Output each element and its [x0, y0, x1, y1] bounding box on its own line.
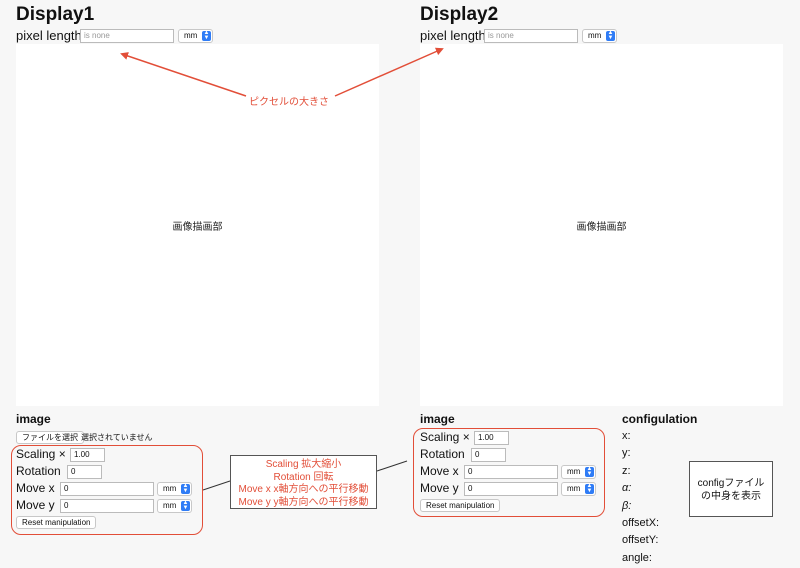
image2-rotation-label: Rotation — [420, 447, 465, 461]
image2-move-y-unit: mm — [567, 484, 581, 493]
image1-rotation-input[interactable]: 0 — [67, 465, 102, 479]
config-note-box: configファイル の中身を表示 — [689, 461, 773, 517]
display1-unit-value: mm — [184, 31, 198, 40]
updown-arrow-icon: ▲▼ — [202, 30, 211, 41]
image1-move-x-unit-select[interactable]: mm ▲▼ — [157, 482, 192, 496]
callout-line-scaling: Scaling 拡大縮小 — [265, 459, 342, 470]
display2-pixel-length-input[interactable]: is none — [484, 29, 578, 43]
image1-move-y-unit-select[interactable]: mm ▲▼ — [157, 499, 192, 513]
config-key-y: y: — [622, 447, 631, 460]
image2-move-x-unit-select[interactable]: mm ▲▼ — [561, 465, 596, 479]
arrow-to-display2-pixel-length — [334, 47, 444, 97]
display2-canvas-label: 画像描画部 — [576, 222, 627, 233]
arrow-to-display1-pixel-length — [120, 52, 247, 97]
image1-title: image — [16, 412, 51, 426]
image2-rotation-input[interactable]: 0 — [471, 448, 506, 462]
configulation-title: configulation — [622, 412, 698, 426]
config-key-offsety: offsetY: — [622, 534, 659, 547]
image2-manipulation-box — [413, 428, 605, 517]
display2-canvas[interactable]: 画像描画部 — [420, 44, 783, 406]
updown-arrow-icon: ▲▼ — [585, 466, 594, 477]
image1-move-x-label: Move x — [16, 481, 55, 495]
config-note-line1: configファイル — [697, 478, 765, 489]
callout-connector-left — [202, 480, 231, 491]
updown-arrow-icon: ▲▼ — [585, 483, 594, 494]
callout-connector-right — [376, 460, 408, 472]
image2-move-y-unit-select[interactable]: mm ▲▼ — [561, 482, 596, 496]
image2-move-y-label: Move y — [420, 481, 459, 495]
config-key-x: x: — [622, 430, 631, 442]
image2-reset-button[interactable]: Reset manipulation — [420, 499, 501, 512]
display2-unit-select[interactable]: mm ▲▼ — [582, 29, 617, 43]
image2-title: image — [420, 412, 455, 426]
updown-arrow-icon: ▲▼ — [181, 500, 190, 511]
config-key-alpha: α: — [622, 482, 632, 495]
display2-title: Display2 — [420, 4, 499, 25]
image2-scaling-label: Scaling × — [420, 430, 470, 444]
image1-move-x-unit: mm — [163, 484, 177, 493]
image1-move-x-input[interactable]: 0 — [60, 482, 154, 496]
file-status: 選択されていません — [81, 433, 153, 442]
config-key-offsetx: offsetX: — [622, 517, 660, 530]
image2-scaling-input[interactable]: 1.00 — [474, 431, 509, 445]
file-select-button[interactable]: ファイルを選択 — [16, 431, 84, 444]
display1-pixel-length-label: pixel length — [16, 28, 82, 43]
display1-title: Display1 — [16, 4, 95, 25]
pixel-size-annotation: ピクセルの大きさ — [249, 97, 329, 108]
image1-move-y-unit: mm — [163, 501, 177, 510]
display2-unit-value: mm — [588, 31, 602, 40]
callout-line-move-y: Move y y軸方向への平行移動 — [238, 496, 369, 508]
image1-scaling-label: Scaling × — [16, 447, 66, 461]
config-key-z: z: — [622, 464, 631, 477]
image2-move-x-unit: mm — [567, 467, 581, 476]
image1-rotation-label: Rotation — [16, 464, 61, 478]
image1-move-y-input[interactable]: 0 — [60, 499, 154, 513]
callout-line-move-x: Move x x軸方向への平行移動 — [238, 484, 369, 495]
configulation-list: x: y: z: α: β: offsetX: offsetY: angle: — [622, 428, 659, 567]
display1-pixel-length-input[interactable]: is none — [80, 29, 174, 43]
image1-move-y-label: Move y — [16, 498, 55, 512]
display1-unit-select[interactable]: mm ▲▼ — [178, 29, 213, 43]
callout-line-rotation: Rotation 回転 — [273, 471, 334, 483]
image2-move-y-input[interactable]: 0 — [464, 482, 558, 496]
manipulation-callout: Scaling 拡大縮小 Rotation 回転 Move x x軸方向への平行… — [230, 455, 377, 509]
config-note-line2: の中身を表示 — [701, 491, 761, 502]
updown-arrow-icon: ▲▼ — [606, 30, 615, 41]
image1-reset-button[interactable]: Reset manipulation — [16, 516, 97, 529]
image1-manipulation-box — [11, 445, 203, 535]
display1-canvas-label: 画像描画部 — [172, 222, 223, 233]
display1-canvas[interactable]: 画像描画部 — [16, 44, 379, 406]
image2-move-x-input[interactable]: 0 — [464, 465, 558, 479]
updown-arrow-icon: ▲▼ — [181, 483, 190, 494]
image2-move-x-label: Move x — [420, 464, 459, 478]
config-key-beta: β: — [622, 499, 632, 512]
image1-scaling-input[interactable]: 1.00 — [70, 448, 105, 462]
config-key-angle: angle: — [622, 551, 652, 564]
display2-pixel-length-label: pixel length — [420, 28, 486, 43]
